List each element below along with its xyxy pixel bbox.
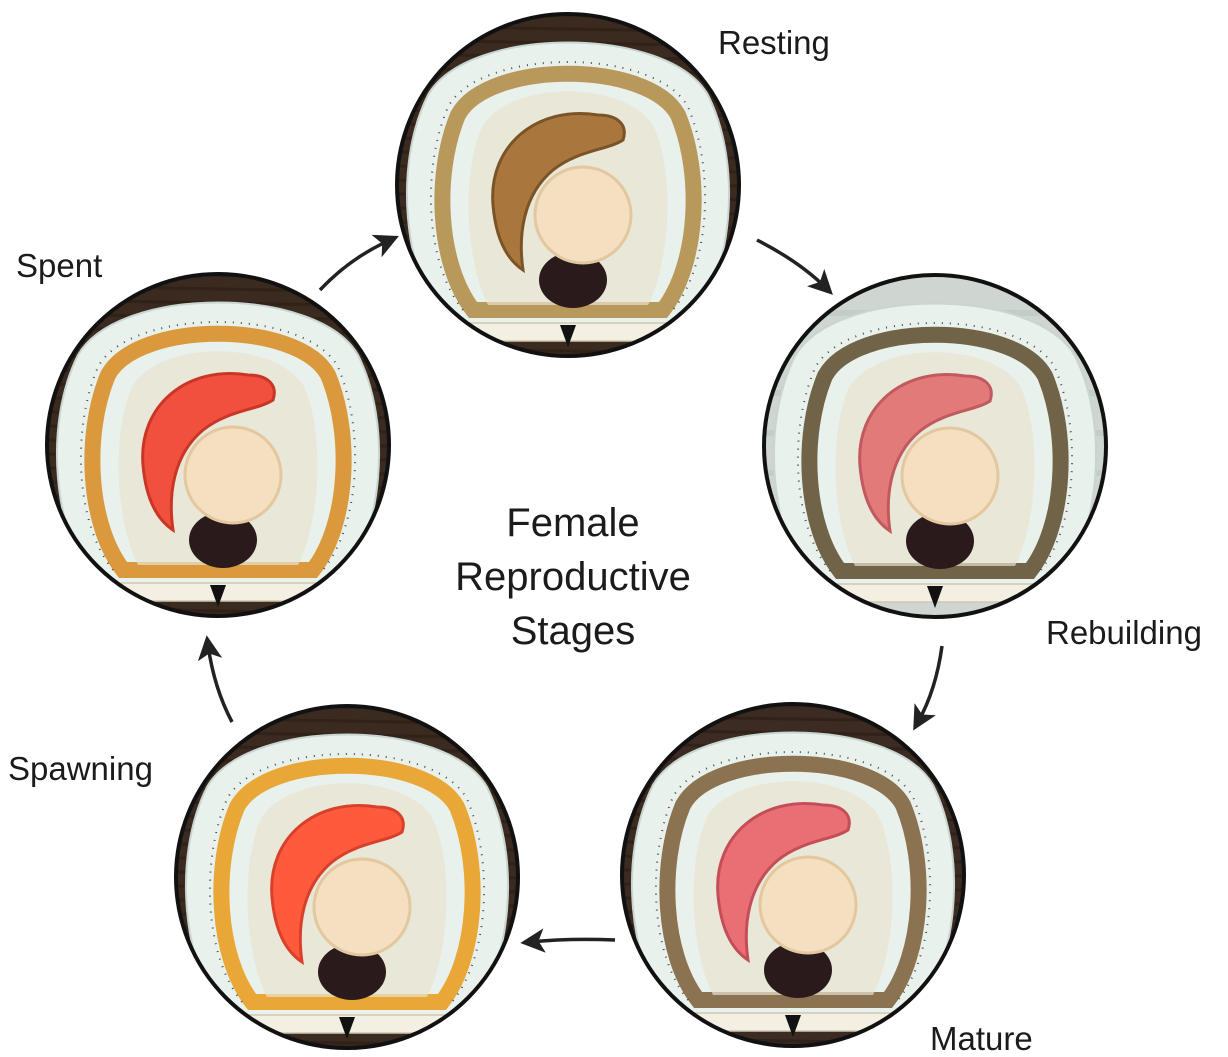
stage-label-spawning: Spawning [8,752,153,785]
title-line-2: Reproductive [418,550,728,604]
title-line-3: Stages [418,604,728,658]
arrow-resting-to-rebuilding [757,240,826,288]
diagram-title: Female Reproductive Stages [418,496,728,658]
adductor-muscle [902,428,998,524]
adductor-muscle [185,427,281,523]
scallop-photo-rebuilding [762,273,1108,619]
arrow-mature-to-spawning [530,939,615,942]
title-line-1: Female [418,496,728,550]
stage-label-mature: Mature [930,1022,1033,1055]
stage-label-rebuilding: Rebuilding [1046,616,1202,649]
arrow-spent-to-resting [320,240,390,290]
adductor-muscle [314,859,410,955]
arrow-rebuilding-to-mature [918,646,942,722]
adductor-muscle [760,857,856,953]
arrow-spawning-to-spent [208,645,232,722]
scallop-photo-spawning [174,704,520,1050]
stage-label-spent: Spent [16,249,102,282]
scallop-photo-spent [45,272,391,618]
adductor-muscle [535,167,631,263]
scallop-photo-mature [620,702,966,1048]
stage-label-resting: Resting [718,26,830,59]
scallop-photo-resting [395,12,741,358]
